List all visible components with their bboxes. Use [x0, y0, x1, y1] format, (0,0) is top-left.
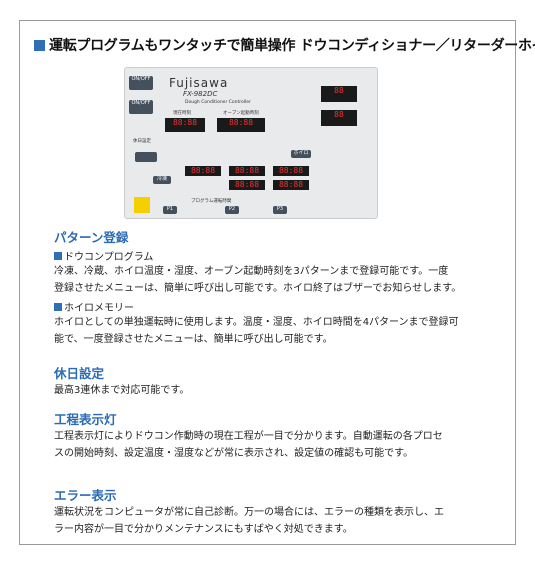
brand-logo: Fujisawa	[169, 76, 229, 90]
error-title: エラー表示	[54, 488, 117, 503]
pattern-text1-line1: 冷凍、冷蔵、ホイロ温度・湿度、オーブン起動時刻を3パターンまで登録可能です。一度	[54, 266, 449, 277]
oven-start-label: オーブン起動時刻	[223, 111, 259, 116]
pattern-section: パターン登録 ドウコンプログラム 冷凍、冷蔵、ホイロ温度・湿度、オーブン起動時刻…	[54, 227, 461, 348]
holiday-title: 休日設定	[54, 366, 105, 381]
pattern-text2-line2: 能で、一度登録させたメニューは、簡単に呼び出し可能です。	[54, 334, 333, 345]
square-bullet-icon	[34, 40, 45, 51]
power-button-2: ON/OFF	[129, 100, 153, 114]
setting-display-3: 88:88	[273, 166, 309, 176]
power-button-1: ON/OFF	[129, 76, 153, 90]
present-time-label: 現在時刻	[173, 111, 191, 116]
process-title: 工程表示灯	[54, 412, 117, 427]
setting-display-2: 88:88	[229, 166, 265, 176]
pattern-title: パターン登録	[54, 230, 129, 245]
holiday-label: 休日設定	[133, 139, 151, 144]
holiday-button	[135, 152, 157, 162]
setting-display-1: 88:88	[185, 166, 221, 176]
program-p3-button: P3	[273, 206, 287, 214]
holiday-text: 最高3連休まで対応可能です。	[54, 385, 190, 396]
setting-display-5: 88:88	[273, 180, 309, 190]
proofer-button: ホイロ	[291, 150, 311, 158]
card-title: 運転プログラムもワンタッチで簡単操作 ドウコンディショナー／リターダーホイロ	[34, 35, 535, 55]
humidity-display: 88	[321, 110, 357, 126]
pattern-text2-line1: ホイロとしての単独運転時に使用します。温度・湿度、ホイロ時間を4パターンまで登録…	[54, 317, 459, 328]
pattern-sub1: ドウコンプログラム	[54, 248, 461, 263]
temp-display: 88	[321, 86, 357, 102]
process-line1: 工程表示灯によりドウコン作動時の現在工程が一目で分かります。自動運転の各プロセ	[54, 431, 443, 442]
model-number: FX-982DC	[183, 90, 218, 98]
program-label: プログラム運転時間	[191, 199, 232, 204]
holiday-section: 休日設定 最高3連休まで対応可能です。	[54, 363, 189, 399]
pattern-sub2: ホイロメモリー	[54, 299, 461, 314]
present-time-display: 88:88	[165, 118, 205, 132]
oven-start-display: 88:88	[217, 118, 265, 132]
cooling-button: 冷凍	[153, 176, 171, 184]
program-p2-button: P2	[225, 206, 239, 214]
pattern-text1-line2: 登録させたメニューは、簡単に呼び出し可能です。ホイロ終了はブザーでお知らせします…	[54, 283, 462, 294]
square-bullet-icon	[54, 303, 62, 311]
program-p1-button: P1	[163, 206, 177, 214]
square-bullet-icon	[54, 252, 62, 260]
error-line2: ラー内容が一目で分かりメンテナンスにもすばやく対処できます。	[54, 524, 353, 535]
feature-card: 運転プログラムもワンタッチで簡単操作 ドウコンディショナー／リターダーホイロ O…	[19, 20, 535, 545]
checker-logo-icon	[134, 197, 150, 213]
control-panel-image: ON/OFF ON/OFF Fujisawa FX-982DC Dough Co…	[124, 67, 378, 219]
setting-display-4: 88:88	[229, 180, 265, 190]
process-line2: スの開始時刻、設定温度・湿度などが常に表示され、設定値の確認も可能です。	[54, 448, 414, 459]
panel-subtitle: Dough Conditioner Controller	[185, 100, 251, 105]
error-line1: 運転状況をコンピュータが常に自己診断。万一の場合には、エラーの種類を表示し、エ	[54, 507, 444, 518]
process-section: 工程表示灯 工程表示灯によりドウコン作動時の現在工程が一目で分かります。自動運転…	[54, 409, 443, 462]
error-section: エラー表示 運転状況をコンピュータが常に自己診断。万一の場合には、エラーの種類を…	[54, 485, 444, 538]
